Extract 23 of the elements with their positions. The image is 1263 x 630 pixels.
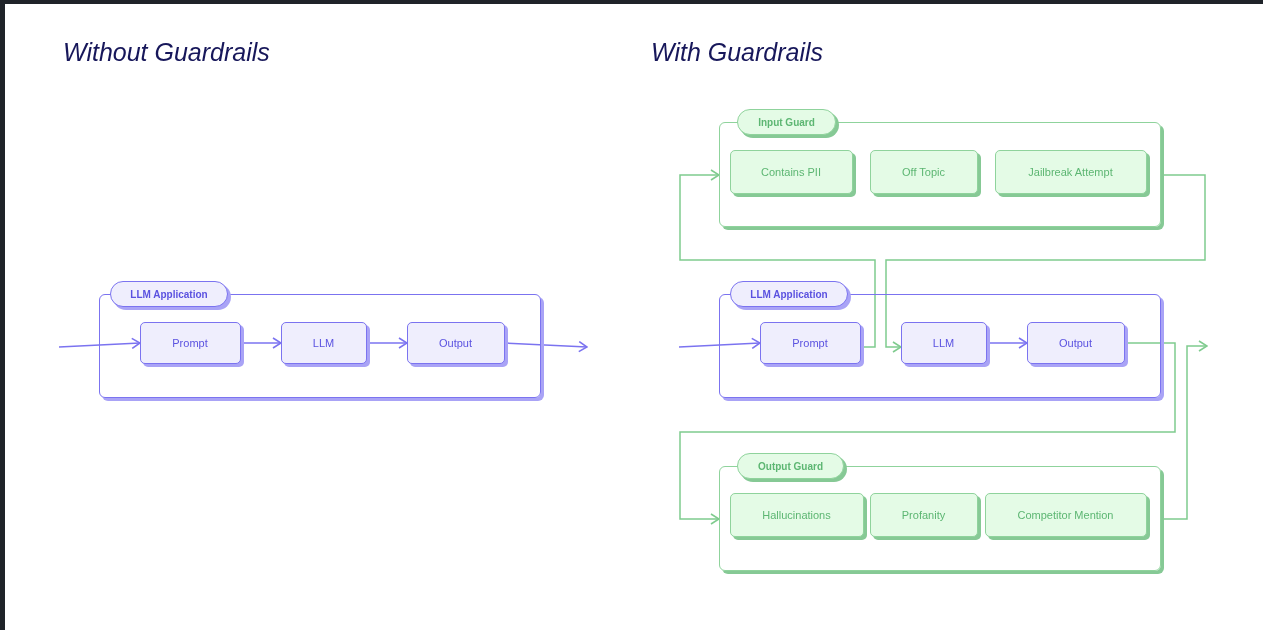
process-box: Off Topic xyxy=(869,149,978,194)
group-label: Output Guard xyxy=(737,453,844,479)
arrow xyxy=(885,174,1206,353)
process-box: Prompt xyxy=(759,321,861,364)
section-heading: With Guardrails xyxy=(651,38,824,67)
arrow xyxy=(679,169,876,348)
process-box: Jailbreak Attempt xyxy=(994,149,1147,194)
group-label: Input Guard xyxy=(737,109,836,135)
process-box: LLM xyxy=(900,321,987,364)
process-box: Profanity xyxy=(869,492,978,537)
process-box: Competitor Mention xyxy=(984,492,1147,537)
group-label: LLM Application xyxy=(110,281,228,307)
process-box: Output xyxy=(406,321,505,364)
group-label: LLM Application xyxy=(730,281,848,307)
arrow xyxy=(58,337,141,350)
process-box: Output xyxy=(1026,321,1125,364)
process-box: Prompt xyxy=(139,321,241,364)
section-heading: Without Guardrails xyxy=(63,38,270,67)
process-box: Hallucinations xyxy=(729,492,864,537)
process-box: LLM xyxy=(280,321,367,364)
arrow xyxy=(678,337,761,350)
process-box: Contains PII xyxy=(729,149,853,194)
arrow xyxy=(679,342,1176,525)
